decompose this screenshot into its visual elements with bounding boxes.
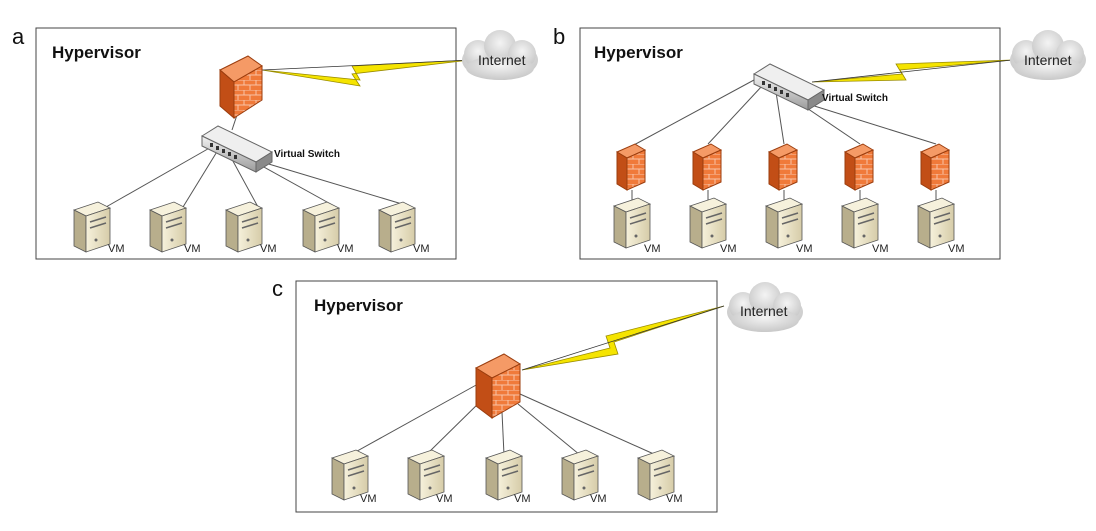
hypervisor-title: Hypervisor [52, 43, 141, 62]
vm-label: VM [872, 243, 889, 255]
switch-label: Virtual Switch [822, 93, 888, 104]
panel-letter: b [553, 24, 565, 49]
panel-letter: a [12, 24, 25, 49]
vm-label: VM [644, 243, 661, 255]
vm-label: VM [590, 493, 607, 505]
server-icon [148, 201, 188, 253]
firewall-icon [615, 143, 647, 191]
vm-server: VM [377, 201, 430, 255]
vm-label: VM [514, 493, 531, 505]
hypervisor-title: Hypervisor [594, 43, 683, 62]
vm-server: VM [688, 197, 737, 255]
vm-label: VM [413, 243, 430, 255]
vm-server: VM [764, 197, 813, 255]
switch-label: Virtual Switch [274, 149, 340, 160]
vm-server: VM [560, 449, 607, 505]
server-icon [636, 449, 676, 501]
vm-server: VM [916, 197, 965, 255]
firewall-icon [767, 143, 799, 191]
vm-label: VM [436, 493, 453, 505]
hypervisor-box [295, 280, 718, 513]
lightning-link-icon [261, 59, 471, 87]
vm-server: VM [72, 201, 125, 255]
internet-label: Internet [1024, 52, 1072, 68]
server-icon [330, 449, 370, 501]
vm-label: VM [666, 493, 683, 505]
server-icon [840, 197, 880, 249]
firewall-icon [474, 353, 522, 419]
panel-b: b Hypervisor Virtual Switch [553, 24, 1086, 260]
server-icon [560, 449, 600, 501]
virtual-switch-icon [200, 125, 274, 173]
vm-server: VM [406, 449, 453, 505]
internet-label: Internet [478, 52, 526, 68]
panel-c: c Hypervisor Internet [272, 276, 803, 513]
server-icon [377, 201, 417, 253]
server-icon [688, 197, 728, 249]
vm-label: VM [720, 243, 737, 255]
virtual-switch-icon [752, 63, 826, 111]
vm-server: VM [148, 201, 201, 255]
cloud-icon [727, 282, 803, 332]
vm-label: VM [948, 243, 965, 255]
panel-letter: c [272, 276, 283, 301]
server-icon [484, 449, 524, 501]
vm-label: VM [360, 493, 377, 505]
cloud-icon [1010, 30, 1086, 80]
server-icon [612, 197, 652, 249]
panel-a: a Hypervisor Virtual Switch [12, 24, 538, 260]
vm-label: VM [337, 243, 354, 255]
firewall-icon [219, 55, 263, 120]
server-icon [916, 197, 956, 249]
vm-server: VM [224, 201, 277, 255]
hypervisor-box [35, 27, 457, 260]
vm-server: VM [301, 201, 354, 255]
network-links [349, 383, 657, 456]
server-icon [764, 197, 804, 249]
server-icon [72, 201, 112, 253]
firewall-icon [843, 143, 875, 191]
vm-label: VM [260, 243, 277, 255]
cloud-icon [462, 30, 538, 80]
vm-server: VM [330, 449, 377, 505]
vm-server: VM [484, 449, 531, 505]
server-icon [224, 201, 264, 253]
hypervisor-box [579, 27, 1001, 260]
hypervisor-title: Hypervisor [314, 296, 403, 315]
vm-label: VM [108, 243, 125, 255]
vm-server: VM [636, 449, 683, 505]
vm-label: VM [796, 243, 813, 255]
vm-server: VM [840, 197, 889, 255]
firewall-icon [919, 143, 951, 191]
vm-server: VM [612, 197, 661, 255]
vm-label: VM [184, 243, 201, 255]
internet-label: Internet [740, 303, 788, 319]
server-icon [301, 201, 341, 253]
server-icon [406, 449, 446, 501]
firewall-icon [691, 143, 723, 191]
